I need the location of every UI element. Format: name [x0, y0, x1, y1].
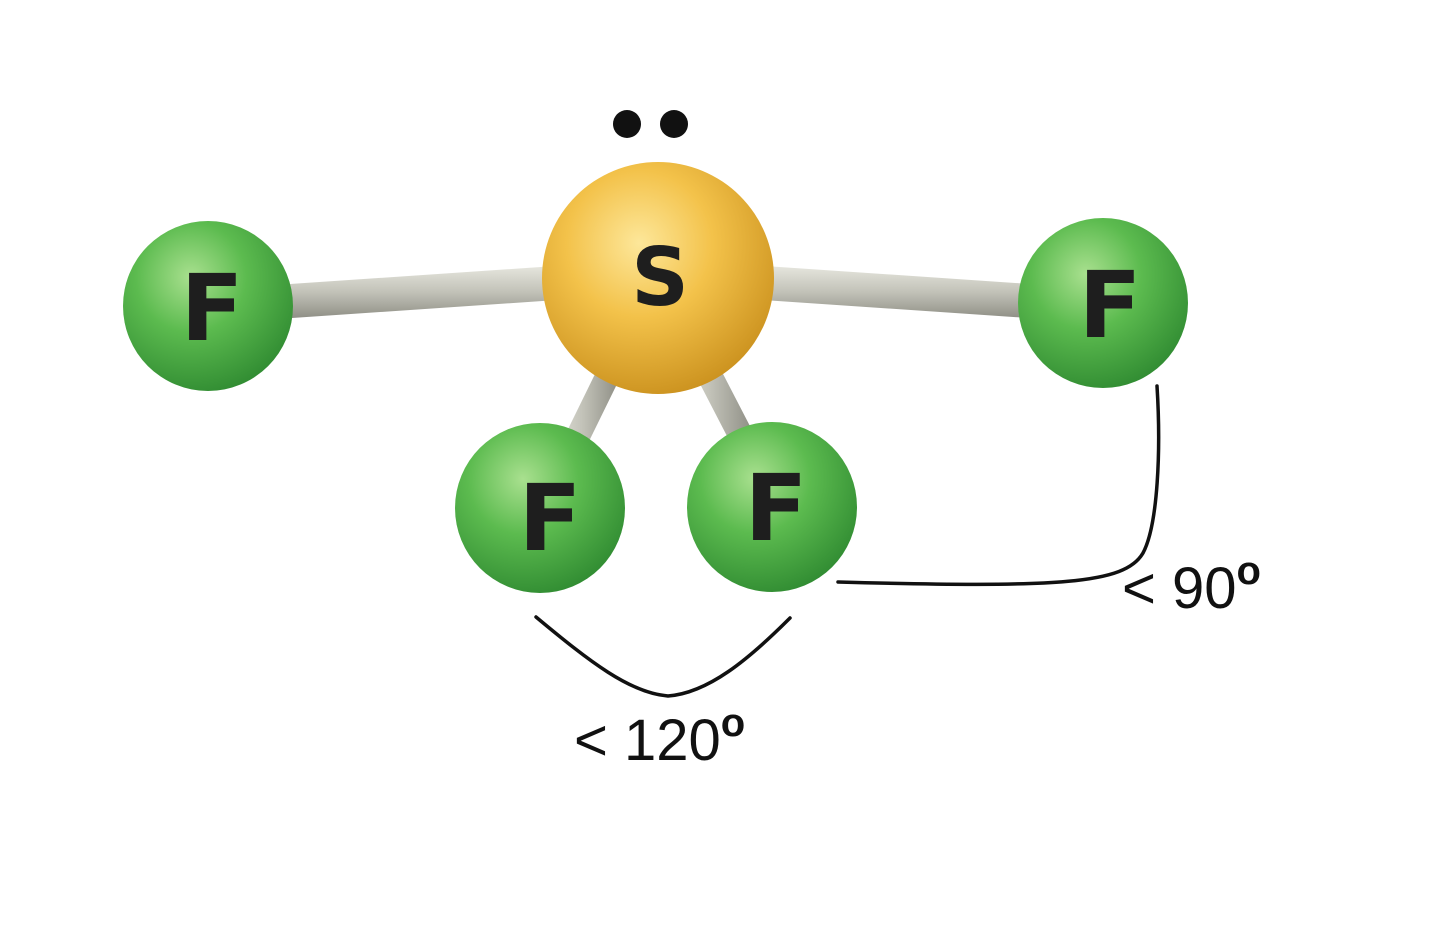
fluorine-atom-bottom-left: F [455, 423, 625, 593]
equatorial-angle-arc [534, 615, 792, 698]
fluorine-label-bottom-right: F [745, 455, 808, 562]
fluorine-label-right: F [1079, 252, 1142, 359]
bond-s-f-left [290, 266, 557, 318]
lone-pair-electron-2 [660, 110, 688, 138]
bond-s-f-right [763, 266, 1030, 318]
fluorine-atom-right: F [1018, 218, 1188, 388]
fluorine-label-bottom-left: F [519, 465, 582, 572]
axial-angle-arc [836, 384, 1161, 587]
equatorial-angle-label: < 120o [574, 701, 745, 773]
lone-pair-electron-1 [613, 110, 641, 138]
fluorine-label-left: F [181, 255, 244, 362]
fluorine-atom-bottom-right: F [687, 422, 857, 592]
fluorine-atom-left: F [123, 221, 293, 391]
lone-pair [613, 110, 688, 138]
sulfur-label: S [631, 231, 689, 324]
sulfur-atom: S [542, 162, 774, 394]
axial-angle-label: < 90o [1122, 549, 1261, 621]
